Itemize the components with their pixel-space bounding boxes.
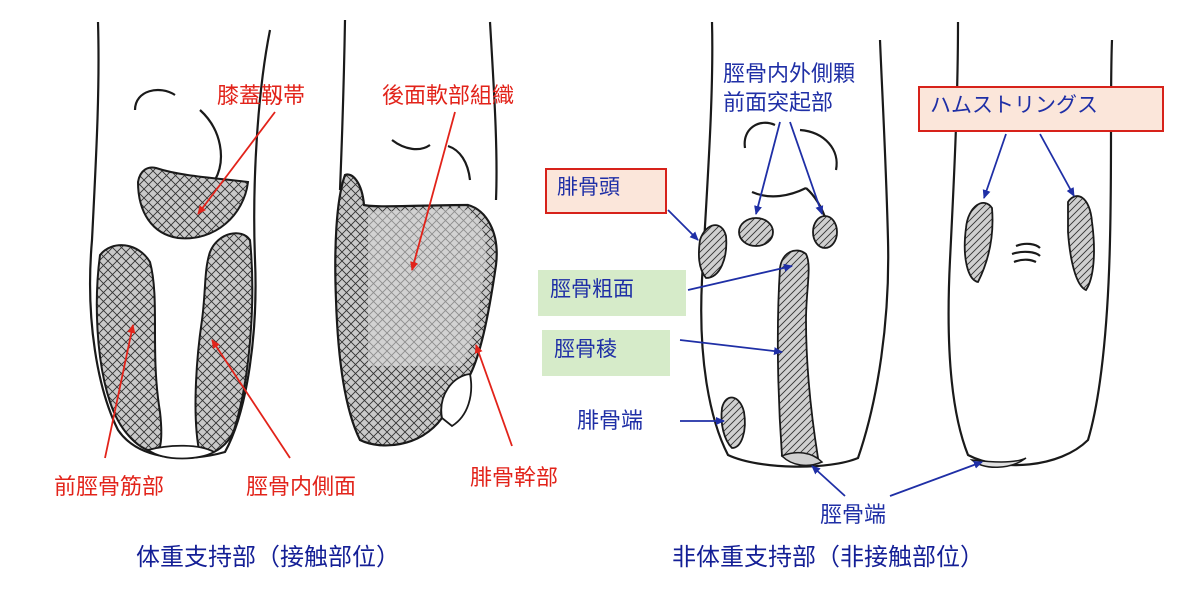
label-tibial-crest: 脛骨稜 xyxy=(542,330,670,376)
back-stump-tip xyxy=(969,457,1027,468)
patellar-ligament-region xyxy=(136,166,250,240)
medial-condyle-prominence xyxy=(738,217,774,247)
anterior-tibial-region xyxy=(95,244,163,454)
hamstring-medial-region xyxy=(963,202,994,284)
caption-non-weight-bearing: 非体重支持部（非接触部位） xyxy=(672,543,984,571)
label-tibial-end: 脛骨端 xyxy=(820,503,887,528)
left-stump-tip xyxy=(145,444,216,460)
label-anterior-tibial: 前脛骨筋部 xyxy=(54,475,165,500)
right-back-stump xyxy=(947,21,1114,467)
label-fibular-head: 腓骨頭 xyxy=(545,168,667,214)
left-arrows xyxy=(104,111,513,459)
tibial-medial-region xyxy=(194,232,254,457)
label-patellar-ligament: 膝蓋靱帯 xyxy=(217,84,306,109)
caption-weight-bearing: 体重支持部（接触部位） xyxy=(136,543,400,571)
right-arrows xyxy=(667,121,1075,497)
label-tibial-tuberosity: 脛骨粗面 xyxy=(538,270,686,316)
label-condyles-line1: 脛骨内外側顆 xyxy=(723,62,856,87)
hamstring-lateral-region xyxy=(1067,195,1095,292)
right-front-stump xyxy=(700,21,890,468)
label-condyles-line2: 前面突起部 xyxy=(723,91,834,116)
posterior-soft-tissue-fill xyxy=(368,208,487,366)
label-fibular-shaft: 腓骨幹部 xyxy=(470,466,559,491)
lateral-condyle-prominence xyxy=(812,215,838,249)
tibial-crest-region xyxy=(776,249,820,462)
fibular-head-region xyxy=(698,224,728,279)
tibial-end-region xyxy=(780,451,824,467)
fibular-end-region xyxy=(720,396,746,449)
label-posterior-soft-tissue: 後面軟部組織 xyxy=(382,84,515,109)
label-hamstrings: ハムストリングス xyxy=(918,86,1164,132)
left-back-stump xyxy=(338,19,498,201)
label-fibular-end: 腓骨端 xyxy=(577,409,644,434)
label-tibial-medial: 脛骨内側面 xyxy=(246,475,357,500)
fibular-shaft-cutout xyxy=(440,373,473,428)
